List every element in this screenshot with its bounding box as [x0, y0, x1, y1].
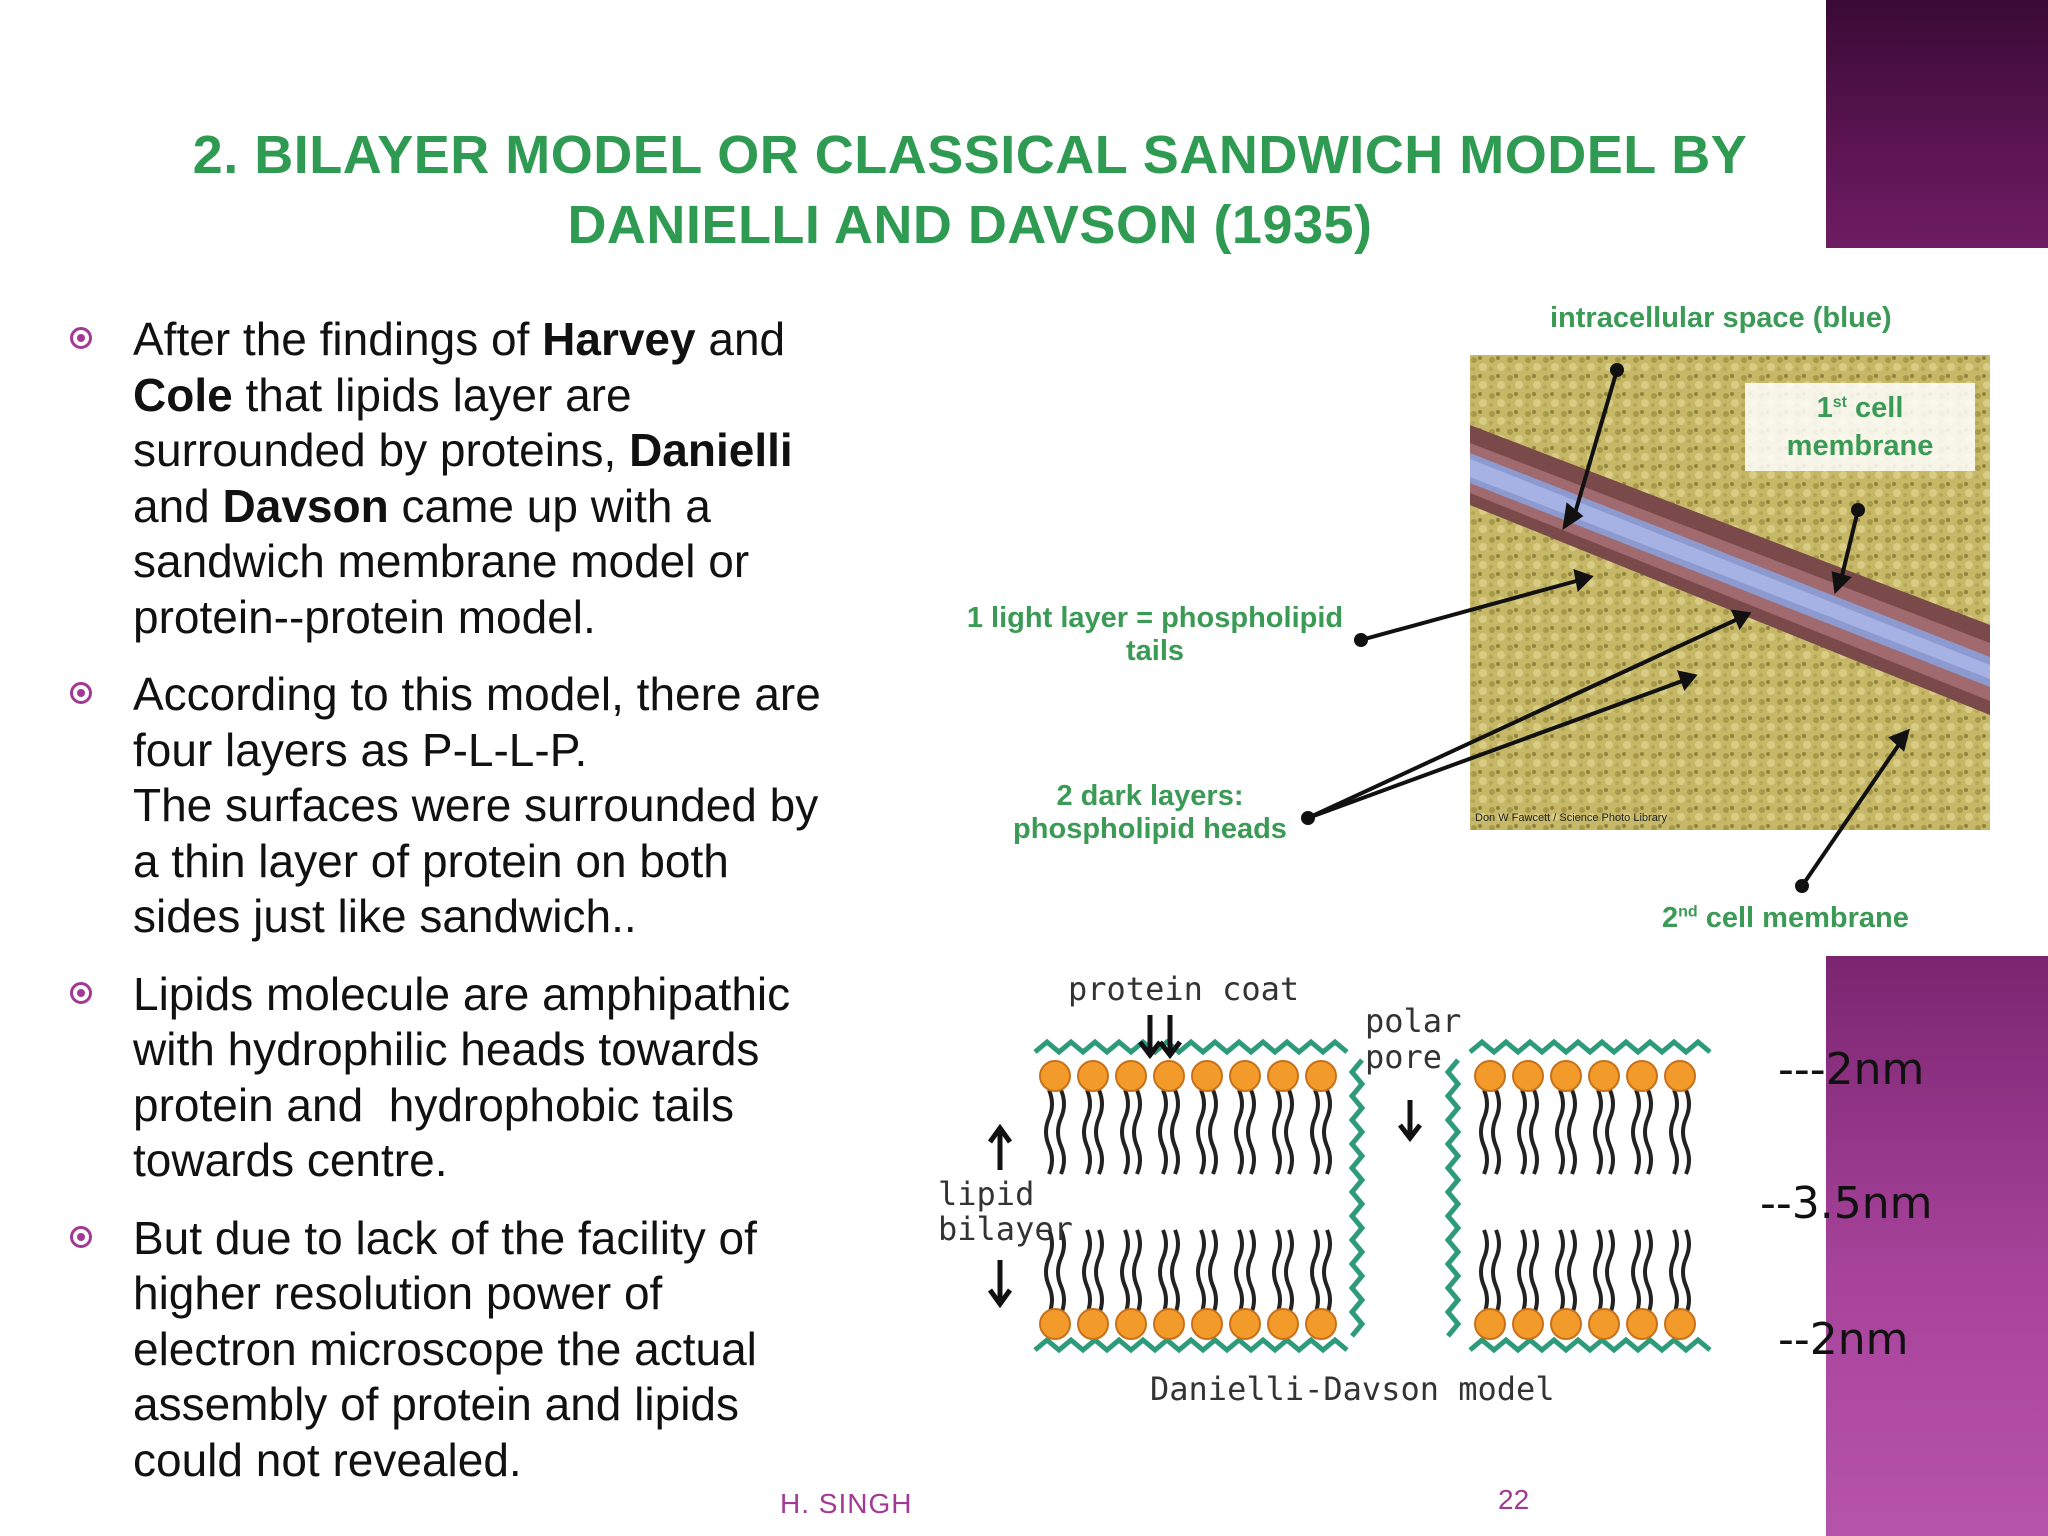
lipid-bilayer-label-1: lipid — [938, 1175, 1035, 1213]
bullet-text: that lipids layer are — [232, 368, 632, 421]
diagram-caption: Danielli-Davson model — [1150, 1370, 1555, 1408]
slide-title-line-2: DANIELLI AND DAVSON (1935) — [567, 195, 1373, 255]
bullet-text: sandwich membrane model or — [133, 535, 750, 587]
footer-author: H. SINGH — [780, 1488, 913, 1519]
bullet-text: could not revealed. — [133, 1433, 522, 1486]
bullet-bold: Harvey — [542, 313, 696, 365]
bullet-text: But due to lack of the facility of — [133, 1211, 757, 1264]
dimension-label-bottom: --2nm — [1778, 1314, 1909, 1365]
label-second-a: 2 — [1662, 902, 1679, 934]
label-light-line-2: tails — [1125, 635, 1185, 667]
bullet-text: protein and hydrophobic tails — [133, 1078, 734, 1131]
label-light-layer: 1 light layer = phospholipid tails — [950, 602, 1360, 668]
dimension-label-middle: --3.5nm — [1760, 1178, 1933, 1229]
first-membrane-label: 1 — [1817, 392, 1833, 424]
bullet-text: electron microscope the actual — [133, 1322, 757, 1375]
bullet-icon — [70, 981, 92, 1004]
label-second-membrane: 2nd cell membrane — [1662, 902, 1909, 935]
bullet-text: The surfaces were surrounded by — [133, 779, 819, 831]
bullet-icon — [70, 682, 92, 704]
bullet-icon — [70, 1225, 92, 1248]
first-membrane-label-b: cell — [1847, 392, 1903, 424]
photo-credit: Don W Fawcett / Science Photo Library — [1475, 812, 1667, 824]
decor-band-bottom — [1826, 956, 2048, 1536]
label-light-line-1: 1 light layer = phospholipid — [966, 602, 1344, 634]
bullet-list: After the findings of Harvey and Cole th… — [70, 312, 920, 1510]
polar-pore-label-1: polar — [1365, 1002, 1462, 1040]
label-second-b: cell membrane — [1697, 902, 1909, 934]
bullet-text: with hydrophilic heads towards — [133, 1023, 760, 1075]
lipid-bilayer-label-2: bilayer — [938, 1210, 1073, 1248]
bullet-text: protein--protein model. — [133, 590, 596, 643]
bullet-item: According to this model, there are four … — [70, 667, 920, 945]
label-dark-line-2: phospholipid heads — [1013, 813, 1287, 845]
bullet-text: and — [133, 479, 223, 532]
svg-text:1st cell: 1st cell — [1817, 392, 1904, 424]
bullet-text: assembly of protein and lipids — [133, 1378, 739, 1430]
dimension-label-top: ---2nm — [1778, 1044, 1925, 1095]
bullet-item: After the findings of Harvey and Cole th… — [70, 312, 920, 645]
slide-title-line-1: 2. BILAYER MODEL OR CLASSICAL SANDWICH M… — [192, 125, 1748, 185]
bullet-bold: Cole — [133, 368, 233, 421]
bullet-text: came up with a — [388, 479, 711, 532]
label-dark-line-1: 2 dark layers: — [1056, 780, 1244, 812]
label-intracellular-space: intracellular space (blue) — [1550, 302, 1892, 334]
micrograph-figure: 1st cell membrane Don W Fawcett / Scienc… — [940, 290, 2000, 970]
micrograph-arrows — [1301, 363, 1910, 893]
bullet-bold: Davson — [222, 479, 389, 532]
danielli-davson-diagram: protein coat polar pore lipid bilayer Da… — [930, 960, 1760, 1420]
bullet-text: four layers as P-L-L-P. — [133, 723, 588, 776]
polar-pore-label-2: pore — [1365, 1038, 1443, 1076]
bilayer-drawing — [987, 1015, 1712, 1354]
page-number: 22 — [1498, 1484, 1530, 1515]
label-second-sup: nd — [1678, 903, 1698, 921]
bullet-text: After the findings of — [133, 313, 543, 365]
bullet-text: higher resolution power of — [133, 1267, 663, 1319]
first-membrane-sup: st — [1833, 394, 1848, 411]
bullet-text: and — [695, 313, 786, 365]
label-dark-layers: 2 dark layers: phospholipid heads — [1000, 780, 1300, 846]
bullet-item: Lipids molecule are amphipathic with hyd… — [70, 967, 920, 1189]
bullet-text: Lipids molecule are amphipathic — [133, 967, 791, 1020]
bullet-text: a thin layer of protein on both — [133, 834, 729, 887]
bullet-text: surrounded by proteins, — [133, 424, 630, 476]
bullet-bold: Danielli — [629, 424, 793, 476]
bullet-text: towards centre. — [133, 1134, 448, 1186]
decor-band-top — [1826, 0, 2048, 248]
bullet-text: According to this model, there are — [133, 668, 821, 720]
bullet-item: But due to lack of the facility of highe… — [70, 1211, 920, 1489]
first-membrane-label-c: membrane — [1787, 430, 1934, 462]
bullet-icon — [70, 327, 92, 349]
slide-title: 2. BILAYER MODEL OR CLASSICAL SANDWICH M… — [120, 120, 1820, 260]
bullet-text: sides just like sandwich.. — [133, 890, 637, 942]
protein-coat-label: protein coat — [1068, 970, 1300, 1008]
